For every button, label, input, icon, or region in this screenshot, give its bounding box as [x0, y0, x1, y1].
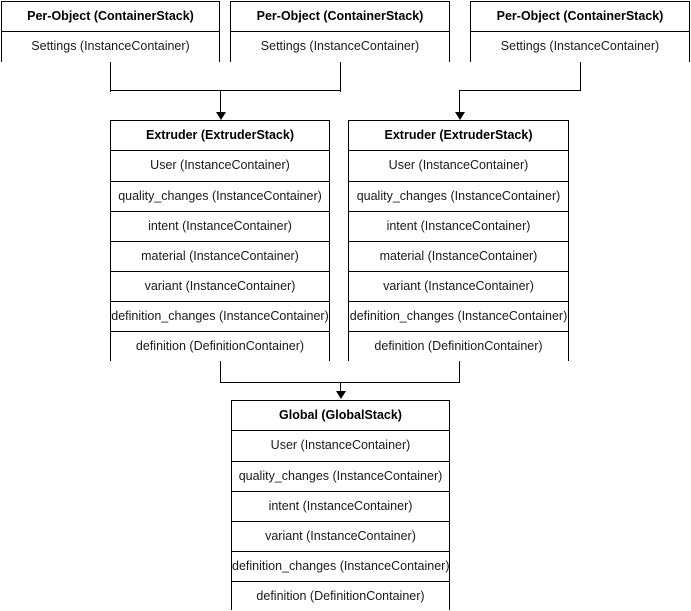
edge-extruder-2-to-global-drop [459, 361, 461, 383]
node-row: material (InstanceContainer) [111, 241, 329, 271]
node-row: definition (DefinitionContainer) [232, 581, 449, 611]
node-header: Global (GlobalStack) [232, 401, 449, 431]
node-row: quality_changes (InstanceContainer) [232, 461, 449, 491]
edge-per-object-3-to-extruder-2-run [459, 89, 581, 91]
node-row: Settings (InstanceContainer) [471, 32, 689, 62]
edge-per-object-2-to-extruder-1-drop [340, 62, 342, 92]
edge-into-extruder-2-stem [459, 89, 461, 114]
node-row: Settings (InstanceContainer) [231, 32, 449, 62]
node-extruder-1[interactable]: Extruder (ExtruderStack) User (InstanceC… [110, 120, 330, 361]
edge-extruder-1-to-global-drop [220, 361, 222, 383]
node-header: Per-Object (ContainerStack) [471, 2, 689, 32]
node-row: intent (InstanceContainer) [111, 211, 329, 241]
edge-into-extruder-2-arrowhead [454, 112, 465, 120]
node-per-object-1[interactable]: Per-Object (ContainerStack) Settings (In… [1, 1, 220, 62]
node-row: definition (DefinitionContainer) [111, 331, 329, 361]
node-row: intent (InstanceContainer) [349, 211, 568, 241]
edge-into-global-arrowhead [335, 391, 346, 399]
node-row: User (InstanceContainer) [111, 151, 329, 181]
edge-per-object-3-to-extruder-2-drop [580, 62, 582, 91]
edge-into-extruder-1-arrowhead [215, 112, 226, 120]
edge-into-global-stem [340, 381, 342, 393]
edge-per-object-1-to-extruder-1-run [110, 90, 221, 92]
node-row: material (InstanceContainer) [349, 241, 568, 271]
node-row: User (InstanceContainer) [349, 151, 568, 181]
node-per-object-2[interactable]: Per-Object (ContainerStack) Settings (In… [230, 1, 450, 62]
node-per-object-3[interactable]: Per-Object (ContainerStack) Settings (In… [470, 1, 690, 62]
node-row: definition_changes (InstanceContainer) [111, 301, 329, 331]
node-header: Extruder (ExtruderStack) [349, 121, 568, 151]
node-row: variant (InstanceContainer) [349, 271, 568, 301]
node-header: Extruder (ExtruderStack) [111, 121, 329, 151]
node-row: definition (DefinitionContainer) [349, 331, 568, 361]
node-global[interactable]: Global (GlobalStack) User (InstanceConta… [231, 400, 450, 611]
node-row: quality_changes (InstanceContainer) [349, 181, 568, 211]
node-row: definition_changes (InstanceContainer) [349, 301, 568, 331]
edge-per-object-2-to-extruder-1-run [220, 90, 341, 92]
node-row: definition_changes (InstanceContainer) [232, 551, 449, 581]
edge-per-object-1-to-extruder-1-drop [110, 62, 112, 92]
node-row: User (InstanceContainer) [232, 431, 449, 461]
node-extruder-2[interactable]: Extruder (ExtruderStack) User (InstanceC… [348, 120, 569, 361]
node-row: variant (InstanceContainer) [232, 521, 449, 551]
node-header: Per-Object (ContainerStack) [2, 2, 219, 32]
node-row: Settings (InstanceContainer) [2, 32, 219, 62]
node-row: variant (InstanceContainer) [111, 271, 329, 301]
edge-into-extruder-1-stem [220, 90, 222, 114]
node-row: quality_changes (InstanceContainer) [111, 181, 329, 211]
node-header: Per-Object (ContainerStack) [231, 2, 449, 32]
node-row: intent (InstanceContainer) [232, 491, 449, 521]
